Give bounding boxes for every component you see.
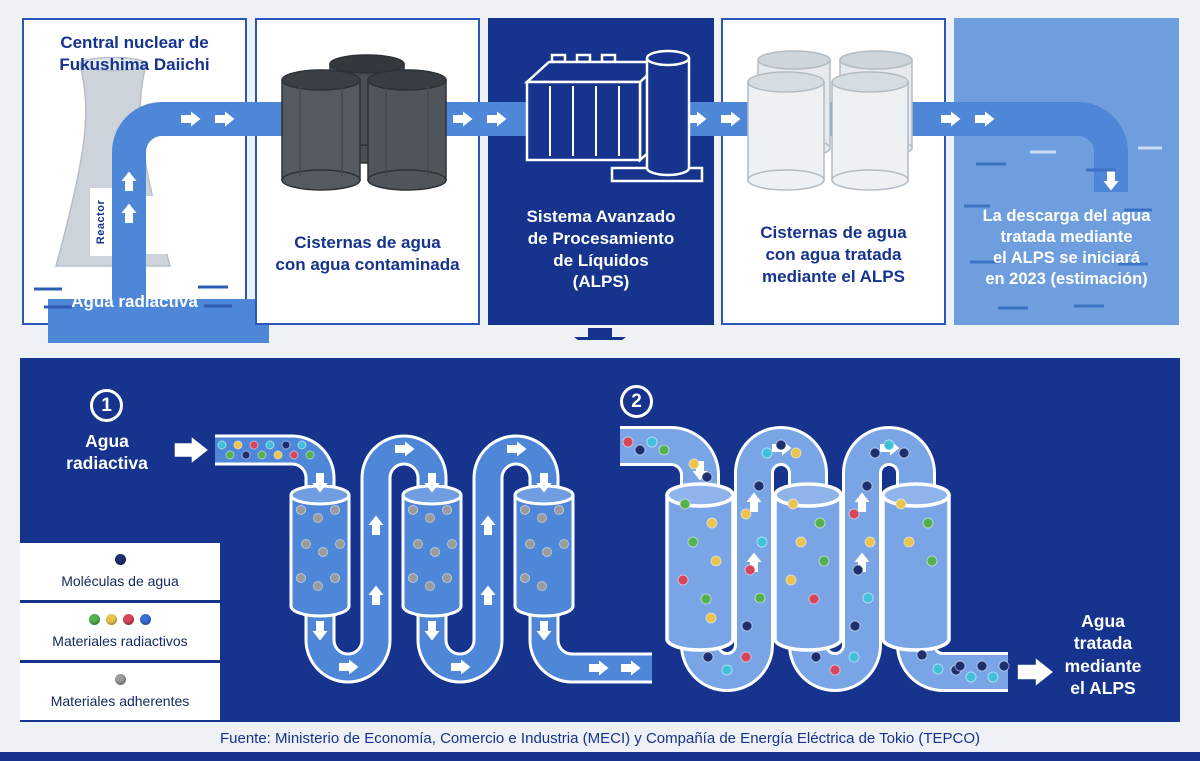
legend-dot: [114, 554, 126, 566]
radioactive-water-label: Agua radiactiva: [71, 292, 198, 311]
legend-label-radioactive: Materiales radiactivos: [52, 633, 188, 649]
legend-label-adherent: Materiales adherentes: [50, 693, 190, 709]
bottom-accent-bar: [0, 752, 1200, 761]
panel-contaminated-tanks: [255, 18, 480, 325]
particle-legend: Moléculas de agua Materiales radiactivos…: [20, 543, 220, 723]
panel5-caption: La descarga del agua tratada mediante el…: [982, 207, 1151, 289]
legend-dot: [89, 614, 100, 626]
panel4-caption: Cisternas de agua con agua tratada media…: [760, 223, 907, 286]
stage2-number-badge: 2: [620, 385, 653, 418]
legend-item-adherent-materials: Materiales adherentes: [20, 663, 220, 720]
section-connector-arrow: [574, 328, 626, 340]
legend-item-water-molecules: Moléculas de agua: [20, 543, 220, 600]
legend-dots-water: [20, 552, 220, 567]
legend-label-water: Moléculas de agua: [61, 573, 179, 589]
legend-dots-adherent: [20, 672, 220, 687]
legend-item-radioactive-materials: Materiales radiactivos: [20, 603, 220, 660]
panel2-caption: Cisternas de agua con agua contaminada: [275, 233, 460, 274]
stage1-input-label: Agua radiactiva: [66, 431, 148, 474]
legend-dot: [114, 674, 126, 686]
panel1-title: Central nuclear de Fukushima Daiichi: [59, 33, 210, 74]
legend-dot: [140, 614, 151, 626]
stage1-number-badge: 1: [90, 389, 123, 422]
panel3-caption: Sistema Avanzado de Procesamiento de Líq…: [526, 207, 676, 292]
legend-dots-radioactive: [20, 612, 220, 627]
reactor-label: Reactor: [90, 188, 112, 256]
legend-dot: [106, 614, 117, 626]
radioactive-water-band: [48, 299, 269, 343]
legend-dot: [123, 614, 134, 626]
treated-water-output-label: Agua tratada mediante el ALPS: [1064, 611, 1142, 699]
source-attribution: Fuente: Ministerio de Economía, Comercio…: [219, 730, 981, 747]
